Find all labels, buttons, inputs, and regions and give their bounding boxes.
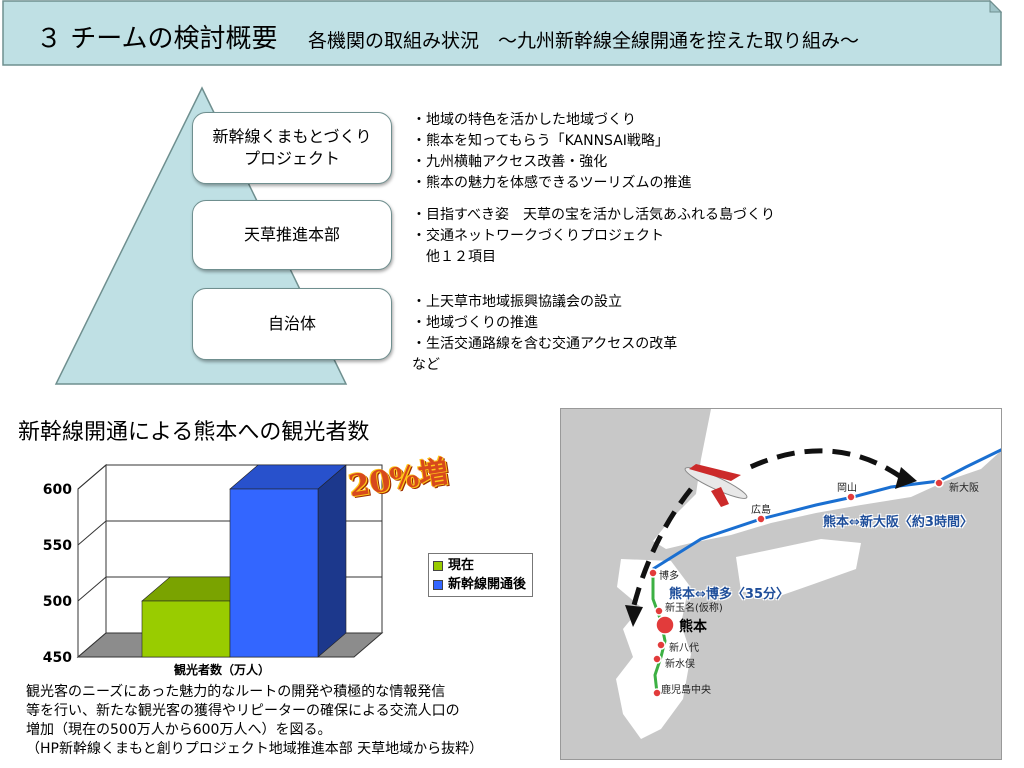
legend-swatch [433,579,443,590]
shikoku-landmass [736,539,861,599]
station-label-hakata: 博多 [659,571,679,582]
y-tick-label: 600 [43,482,72,498]
header-banner: ３ チームの検討概要 各機関の取組み状況 ～九州新幹線全線開通を控えた取り組み～ [2,0,1002,66]
bar-chart: 450 500 550 600 観光者数（万人） [16,452,416,682]
gridline [77,464,107,490]
y-tick-label: 550 [43,538,72,554]
description-line: 観光客のニーズにあった魅力的なルートの開発や積極的な情報発信 [26,684,446,700]
page-title: ３ チームの検討概要 [36,24,278,54]
station-marker-kumamoto [655,615,675,635]
bar-after-opening [229,488,319,658]
description-line: 等を行い、新たな観光客の獲得やリピーターの確保による交流人口の [26,703,460,719]
station-label-shin-tamana: 新玉名(仮称) [665,603,723,614]
list-item: など [412,357,440,373]
chart-svg: 450 500 550 600 観光者数（万人） [43,463,384,677]
tier-box-amakusa: 天草推進本部 [192,200,392,270]
y-tick-label: 450 [43,650,72,666]
station-label-hiroshima: 広島 [751,505,771,516]
tier-label: プロジェクト [243,149,340,168]
legend-item: 新幹線開通後 [433,575,526,594]
station-marker-hakata [648,568,658,578]
station-label-shin-osaka: 新大阪 [949,483,979,494]
header-background [2,0,1002,66]
list-item: ・地域の特色を活かした地域づくり [412,112,636,128]
station-marker-kagoshima-chuo [652,688,662,698]
map-graphic [561,409,1001,759]
route-label-osaka: 熊本⇔新大阪〈約3時間〉 [823,515,973,530]
tier-box-municipality: 自治体 [192,288,392,360]
chart-title: 新幹線開通による熊本への観光者数 [18,420,370,445]
station-marker-hiroshima [756,514,766,524]
airplane-icon [684,464,748,507]
chart-legend: 現在 新幹線開通後 [428,553,534,597]
list-item: ・交通ネットワークづくりプロジェクト [412,228,664,244]
station-marker-okayama [846,492,856,502]
station-label-shin-minamata: 新水俣 [665,659,695,670]
list-item: ・九州横軸アクセス改善・強化 [412,154,608,170]
list-item: ・上天草市地域振興協議会の設立 [412,294,622,310]
station-markers [648,478,944,698]
route-arrow-osaka [744,448,903,480]
legend-label: 新幹線開通後 [448,577,527,592]
list-item: ・熊本の魅力を体感できるツーリズムの推進 [412,175,692,191]
description-line: （HP新幹線くまもと創りプロジェクト地域推進本部 天草地域から抜粋） [26,741,484,757]
x-axis-label: 観光者数（万人） [174,662,270,677]
tier-label: 自治体 [267,314,316,333]
station-marker-shin-minamata [652,654,662,664]
description-line: 増加（現在の500万人から600万人へ）を図る。 [26,722,332,738]
arrowhead-osaka [895,467,917,489]
y-tick-label: 500 [43,594,72,610]
honshu-landmass [653,409,1001,549]
legend-swatch [433,560,443,571]
shinkansen-map: 新大阪 岡山 広島 博多 新玉名(仮称) 熊本 新八代 新水俣 鹿児島中央 熊本… [560,408,1002,760]
list-item: ・目指すべき姿 天草の宝を活かし活気あふれる島づくり [412,207,776,223]
station-label-shin-yatsushiro: 新八代 [669,643,699,654]
kyushu-shinkansen-line [651,569,667,694]
list-item: ・生活交通路線を含む交通アクセスの改革 [412,336,678,352]
bullet-list-municipality: ・上天草市地域振興協議会の設立 ・地域づくりの推進 ・生活交通路線を含む交通アク… [412,292,677,376]
station-label-kagoshima-chuo: 鹿児島中央 [661,685,711,696]
gridline [77,520,107,546]
legend-label: 現在 [448,558,475,573]
tier-label: 新幹線くまもとづくり [212,127,372,146]
chart-side-wall [77,463,107,659]
bar-side [317,464,347,658]
station-label-okayama: 岡山 [837,483,857,494]
list-item: 他１２項目 [412,249,496,265]
bullet-list-shinkansen: ・地域の特色を活かした地域づくり ・熊本を知ってもらう「KANNSAI戦略」 ・… [412,110,691,194]
route-label-hakata: 熊本⇔博多〈35分〉 [669,587,789,602]
list-item: ・熊本を知ってもらう「KANNSAI戦略」 [412,133,669,149]
station-marker-shin-yatsushiro [656,640,666,650]
legend-item: 現在 [433,556,526,575]
kyushu-landmass [616,559,691,739]
station-label-kumamoto: 熊本 [679,619,707,635]
bar-current [141,600,231,658]
tier-box-shinkansen-project: 新幹線くまもとづくり プロジェクト [192,112,392,184]
list-item: ・地域づくりの推進 [412,315,538,331]
bullet-list-amakusa: ・目指すべき姿 天草の宝を活かし活気あふれる島づくり ・交通ネットワークづくりプ… [412,205,775,268]
station-marker-shin-osaka [934,478,944,488]
station-marker-shin-tamana [654,606,664,616]
page-subtitle: 各機関の取組み状況 ～九州新幹線全線開通を控えた取り組み～ [308,30,860,52]
arrowhead-hakata [625,605,643,627]
chart-description: 観光客のニーズにあった魅力的なルートの開発や積極的な情報発信 等を行い、新たな観… [26,683,483,759]
tier-label: 天草推進本部 [243,225,340,244]
route-arrow-hakata [630,487,693,610]
gridline [77,576,107,602]
